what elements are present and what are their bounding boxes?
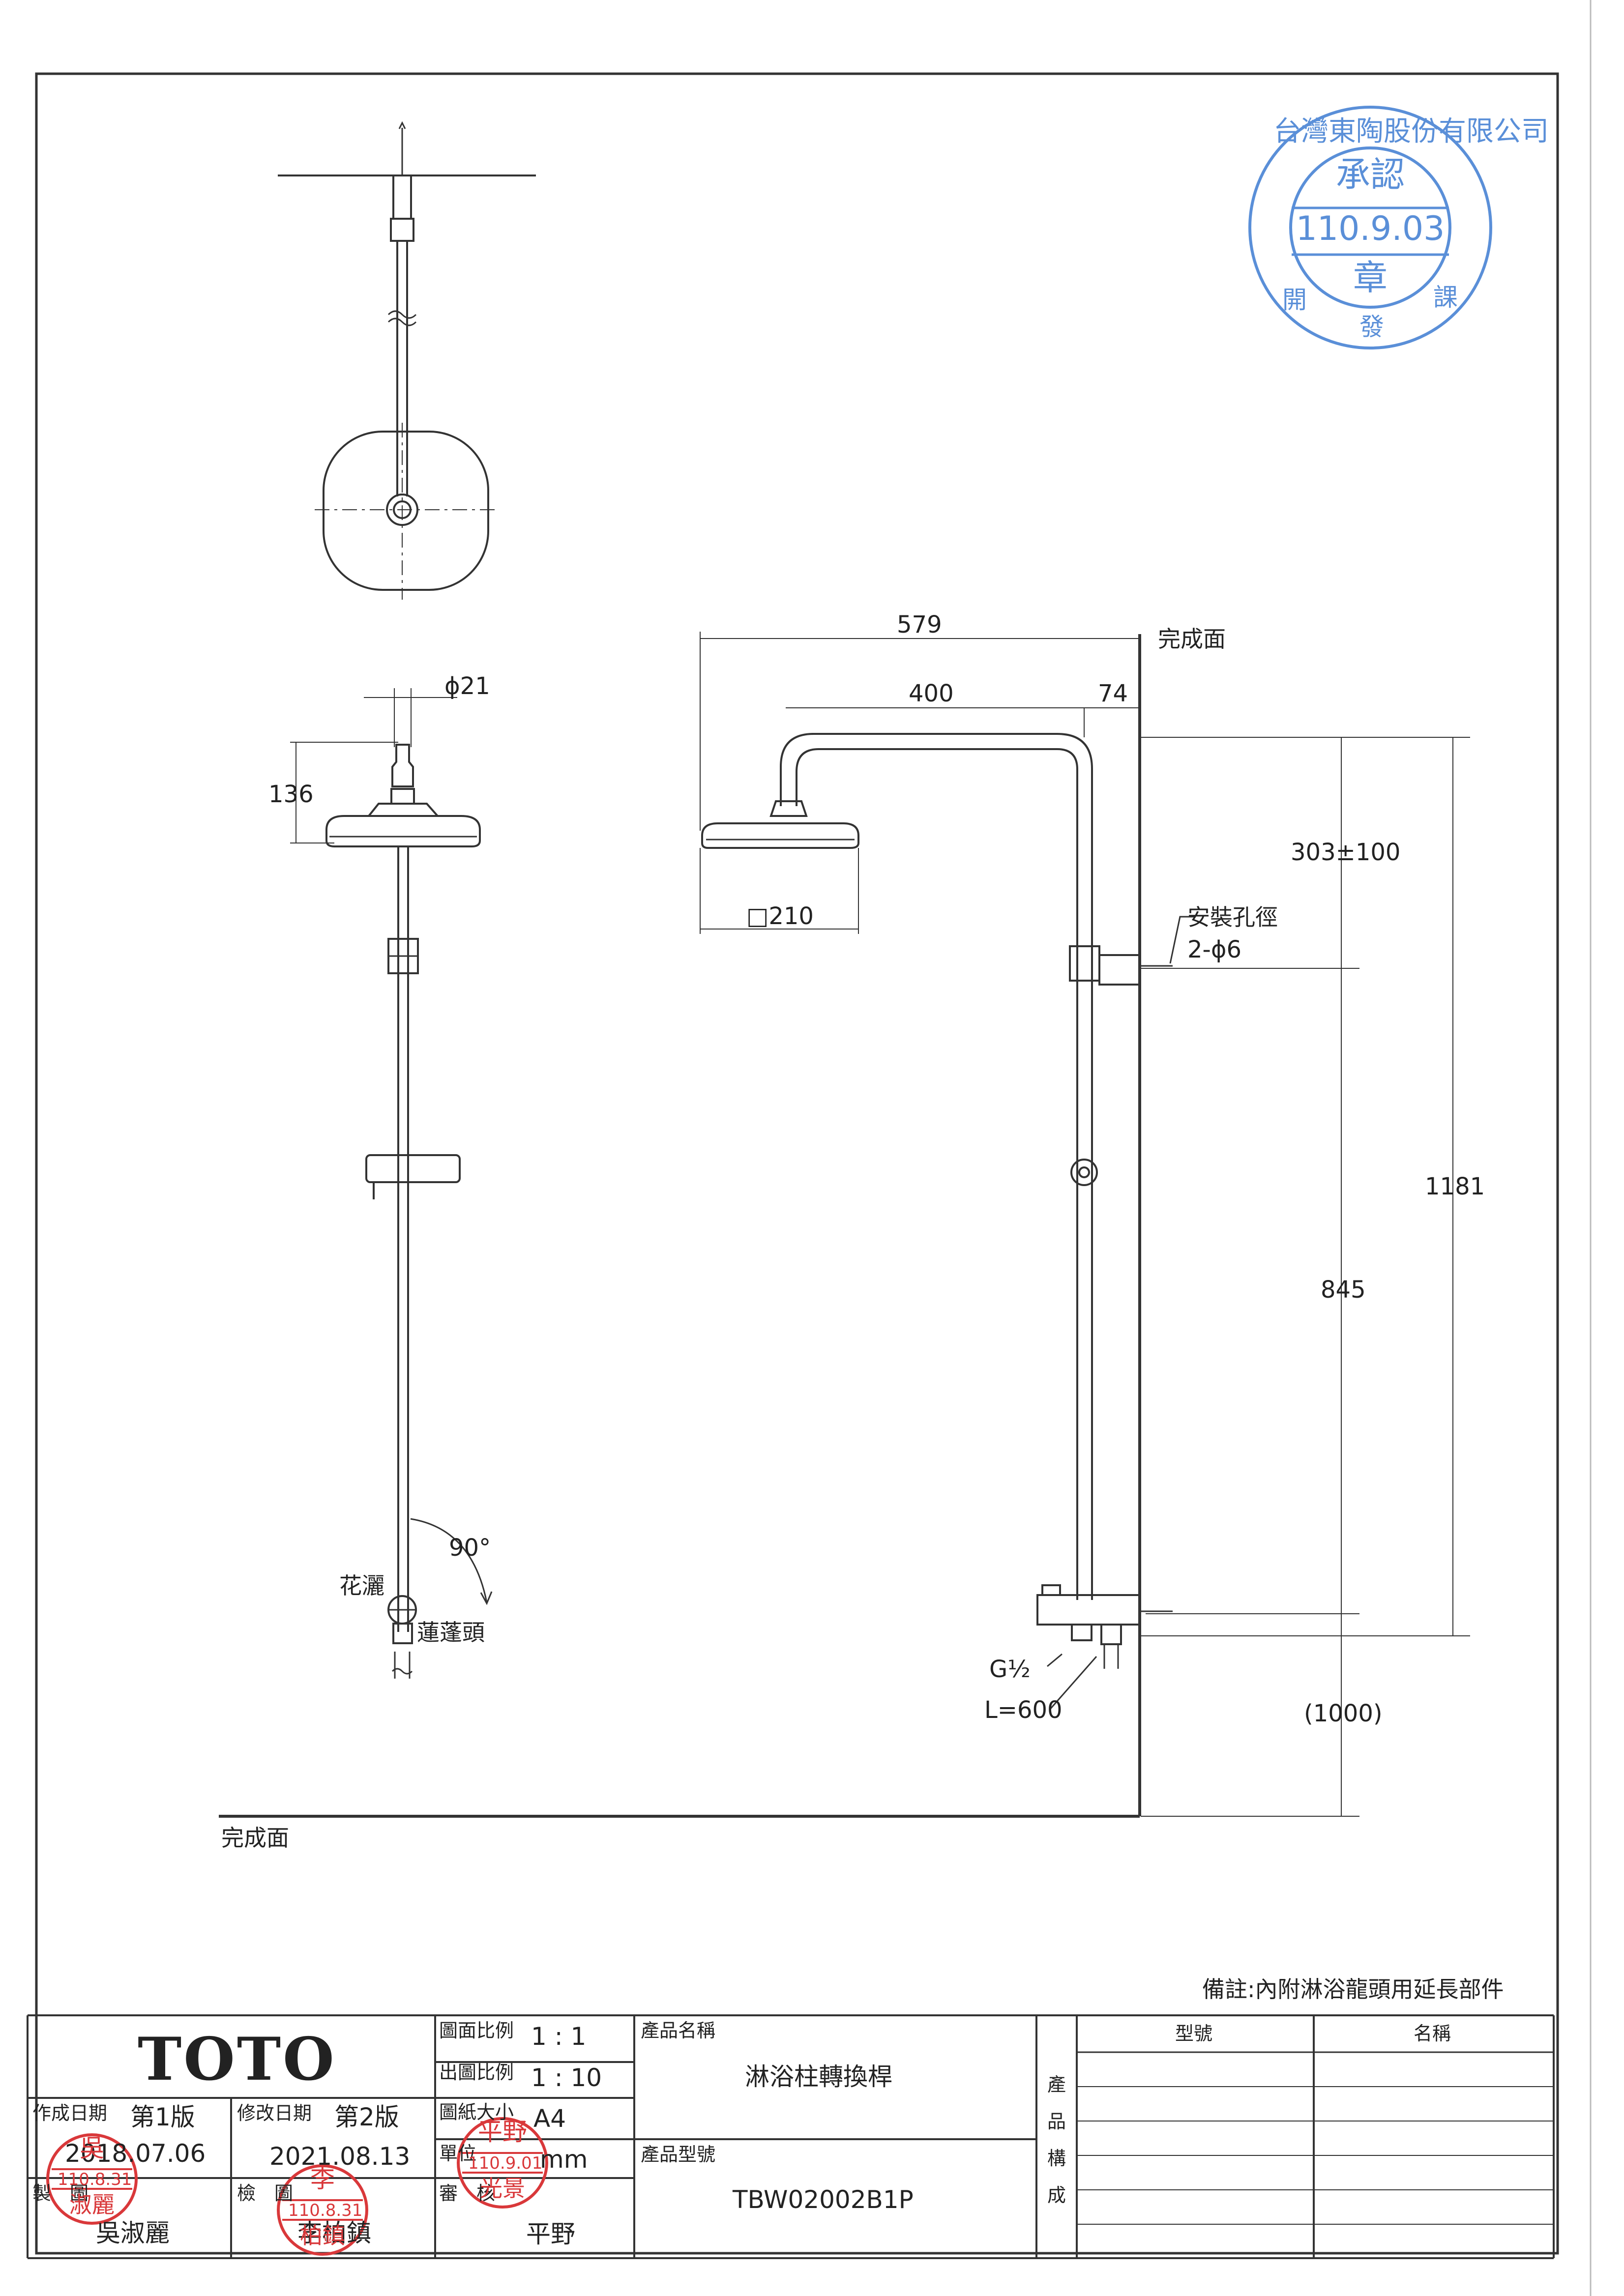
stamp-checked-bottom: 柏鎮 xyxy=(300,2222,345,2249)
brand-logo: TOTO xyxy=(138,2025,336,2094)
dim-74: 74 xyxy=(1098,680,1128,707)
stamp-dept-1: 開 xyxy=(1282,286,1307,314)
angle-90: 90° xyxy=(449,1534,491,1562)
dim-phi21: ϕ21 xyxy=(444,672,490,700)
revised-version: 第2版 xyxy=(334,2103,399,2131)
thread-label: G½ xyxy=(989,1656,1031,1683)
dim-845: 845 xyxy=(1321,1276,1366,1304)
top-view xyxy=(278,121,536,600)
dim-579: 579 xyxy=(897,611,942,639)
approved-label: 審 核 xyxy=(439,2182,496,2204)
hose-length-label: L=600 xyxy=(984,1696,1063,1724)
stamp-center: 承認 xyxy=(1336,154,1405,195)
dim-210: □210 xyxy=(746,902,814,930)
dim-136: 136 xyxy=(268,781,314,808)
col-name-header: 名稱 xyxy=(1414,2023,1451,2044)
product-model-label: 產品型號 xyxy=(641,2144,716,2165)
paper-value: A4 xyxy=(533,2104,566,2133)
revised-label: 修改日期 xyxy=(237,2102,312,2124)
scale-value: 1 : 1 xyxy=(531,2022,587,2051)
stamp-drawn-bottom: 淑麗 xyxy=(69,2191,115,2218)
side-view xyxy=(219,632,1470,1818)
stamp-checked-top: 李 xyxy=(310,2165,335,2193)
checked-label: 檢 圖 xyxy=(237,2182,294,2204)
sheet-border xyxy=(35,72,1559,2255)
mount-hole-label: 安裝孔徑 xyxy=(1187,904,1278,930)
label-sprinkler: 花灑 xyxy=(339,1572,384,1599)
finish-surface-floor-label: 完成面 xyxy=(221,1825,289,1851)
product-name: 淋浴柱轉換桿 xyxy=(745,2063,892,2091)
checked-by: 李柏鎮 xyxy=(297,2219,371,2247)
paper-label: 圖紙大小 xyxy=(439,2101,514,2123)
unit-value: mm xyxy=(540,2145,588,2174)
output-scale-value: 1 : 10 xyxy=(531,2063,602,2092)
stamp-dept-3: 課 xyxy=(1433,283,1458,312)
red-stamps xyxy=(46,2117,548,2256)
dim-400: 400 xyxy=(909,680,954,707)
created-version: 第1版 xyxy=(130,2103,195,2131)
finish-surface-wall-label: 完成面 xyxy=(1158,626,1226,652)
product-name-label: 產品名稱 xyxy=(641,2020,716,2041)
stamp-approved-date: 110.9.01 xyxy=(468,2153,543,2173)
dim-1181: 1181 xyxy=(1425,1173,1485,1200)
remark-note: 備註:內附淋浴龍頭用延長部件 xyxy=(1202,1976,1504,2003)
stamp-approved-bottom: 光景 xyxy=(480,2175,525,2202)
col-model-header: 型號 xyxy=(1175,2023,1213,2044)
title-block xyxy=(27,2014,1555,2259)
label-showerhead: 蓮蓬頭 xyxy=(417,1619,485,1646)
stamp-drawn-date: 110.8.31 xyxy=(58,2170,132,2189)
created-label: 作成日期 xyxy=(32,2102,108,2124)
stamp-checked-date: 110.8.31 xyxy=(288,2201,363,2220)
drawn-label: 製 圖 xyxy=(32,2182,89,2204)
dim-1000: (1000) xyxy=(1304,1700,1383,1727)
stamp-dept-2: 發 xyxy=(1359,313,1384,341)
scale-label: 圖面比例 xyxy=(439,2020,514,2041)
composition-label-4: 成 xyxy=(1047,2184,1066,2206)
composition-label-2: 品 xyxy=(1047,2111,1066,2132)
stamp-date: 110.9.03 xyxy=(1296,209,1445,248)
mount-hole-value: 2-ϕ6 xyxy=(1187,936,1242,963)
front-view xyxy=(290,688,493,1679)
revised-date: 2021.08.13 xyxy=(269,2142,411,2171)
composition-label-1: 產 xyxy=(1047,2074,1066,2095)
stamp-seal: 章 xyxy=(1353,258,1388,298)
product-model: TBW02002B1P xyxy=(733,2185,914,2214)
unit-label: 單位 xyxy=(439,2143,477,2164)
output-scale-label: 出圖比例 xyxy=(439,2062,514,2083)
dim-303: 303±100 xyxy=(1291,839,1401,866)
drawn-by: 吳淑麗 xyxy=(96,2219,170,2247)
approval-stamp xyxy=(1248,106,1492,349)
stamp-drawn-top: 吳 xyxy=(80,2134,104,2162)
created-date: 2018.07.06 xyxy=(65,2139,206,2168)
approved-by: 平野 xyxy=(526,2220,575,2248)
stamp-approved-top: 平野 xyxy=(478,2118,527,2146)
composition-label-3: 構 xyxy=(1047,2148,1066,2169)
stamp-company: 台灣東陶股份有限公司 xyxy=(1273,116,1549,147)
